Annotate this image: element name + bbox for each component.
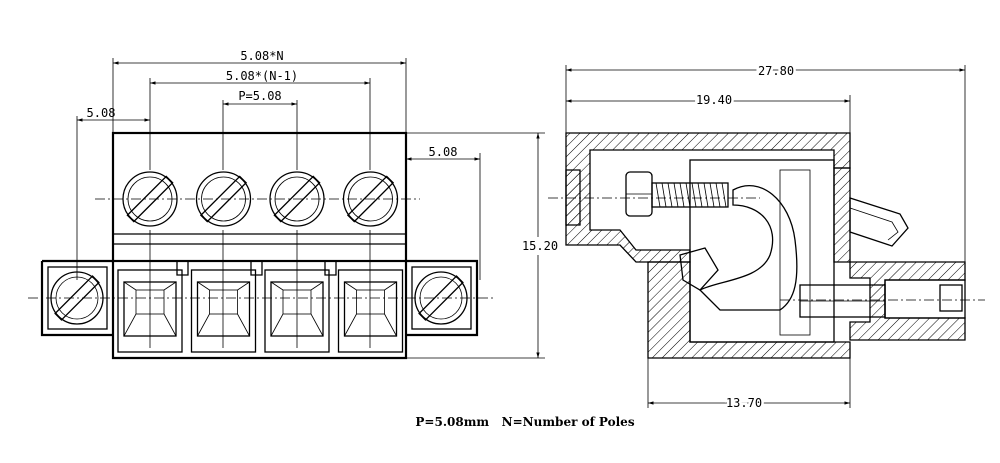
wire-socket: [337, 269, 404, 353]
front-upper-body: [111, 131, 408, 263]
socket-group: [117, 269, 404, 353]
dim-overall-width: 5.08*N: [240, 49, 283, 63]
side-clamp: [698, 184, 798, 311]
wire-socket: [190, 269, 257, 353]
dim-overall-length: 27.80: [758, 64, 794, 78]
flange-screw-right: [414, 271, 468, 325]
dim-pole-span: 5.08*(N-1): [226, 69, 298, 83]
front-view: 5.08*N 5.08*(N-1) P=5.08 5.08 5.08 15.20: [28, 49, 560, 360]
side-latch: [849, 197, 909, 247]
front-lower-body: [40, 259, 479, 360]
side-screw: [625, 171, 729, 217]
dim-body-length: 19.40: [696, 93, 732, 107]
dim-left-offset: 5.08: [87, 106, 116, 120]
side-housing-upper: [565, 132, 851, 263]
dim-right-offset: 5.08: [429, 145, 458, 159]
terminal-screw: [195, 171, 252, 227]
side-view: 27.80 19.40 13.70: [548, 62, 985, 413]
dim-pitch: P=5.08: [238, 89, 281, 103]
legend-note: P=5.08mm N=Number of Poles: [415, 415, 634, 429]
dim-base-length: 13.70: [726, 396, 762, 410]
dim-height: 15.20: [522, 239, 558, 253]
